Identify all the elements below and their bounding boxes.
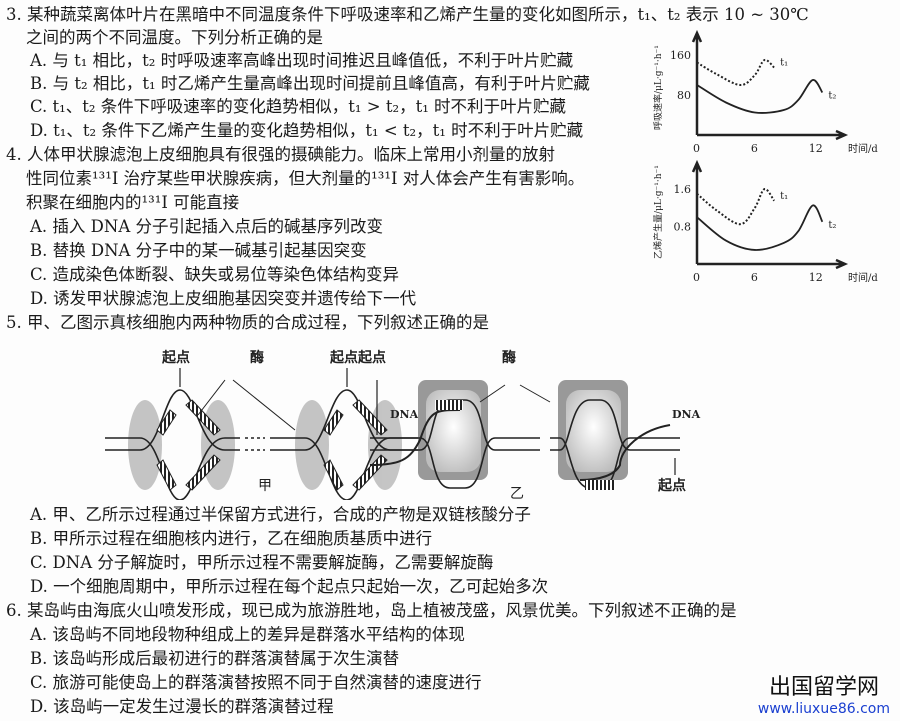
x-axis	[697, 258, 849, 270]
x-tick-label: 0	[693, 142, 700, 155]
q3-charts: 0 6 12 80 160 时间/d 呼吸速率/μL·g⁻¹·h⁻¹ t₁ t₂ 0 6 12 0.8…	[652, 30, 878, 284]
x-tick-label: 12	[809, 271, 823, 284]
q6-option-b: B. 该岛屿形成后最初进行的群落演替属于次生演替	[30, 649, 400, 668]
series-label: t₂	[828, 220, 836, 231]
y-tick-label: 0.8	[674, 221, 692, 234]
q4-stem-line2: 性同位素¹³¹I 治疗某些甲状腺疾病，但大剂量的¹³¹I 对人体会产生有害影响。	[26, 169, 585, 188]
x-axis-label: 时间/d	[848, 271, 878, 284]
q5-option-d: D. 一个细胞周期中，甲所示过程在每个起点只起始一次，乙可起始多次	[30, 577, 549, 596]
q5-stem: 5. 甲、乙图示真核细胞内两种物质的合成过程，下列叙述正确的是	[6, 313, 489, 332]
q4-stem-line3: 积聚在细胞内的¹³¹I 可能直接	[26, 193, 240, 212]
series-label: t₁	[780, 58, 788, 69]
q6-option-d: D. 该岛屿一定发生过漫长的群落演替过程	[30, 697, 334, 716]
series-line-2	[696, 79, 824, 114]
q3-stem-line1: 3. 某种蔬菜离体叶片在黑暗中不同温度条件下呼吸速率和乙烯产生量的变化如图所示，…	[6, 5, 809, 24]
x-axis-label: 时间/d	[848, 142, 878, 155]
y-tick-label: 1.6	[674, 183, 692, 196]
x-tick-label: 6	[751, 271, 758, 284]
series-label: t₁	[780, 191, 788, 202]
y-axis	[691, 30, 703, 135]
series-line-2	[696, 204, 824, 251]
y-tick-label: 80	[677, 89, 691, 102]
q3-option-d: D. t₁、t₂ 条件下乙烯产生量的变化趋势相似，t₁ < t₂，t₁ 时不利于…	[30, 121, 584, 140]
y-axis-label: 乙烯产生量/μL·g⁻¹·h⁻¹	[652, 165, 664, 259]
q4-option-b: B. 替换 DNA 分子中的某一碱基引起基因突变	[30, 241, 367, 260]
watermark-name: 出国留学网	[768, 675, 879, 700]
series-line-1	[696, 58, 775, 87]
y-axis-label: 呼吸速率/μL·g⁻¹·h⁻¹	[652, 45, 664, 130]
watermark-url: www.liuxue86.com	[757, 701, 890, 717]
origin-label-4: 起点	[657, 477, 686, 494]
watermark: 出国留学网 www.liuxue86.com	[758, 669, 890, 717]
origin-label-2: 起点	[329, 349, 358, 366]
x-tick-label: 0	[693, 271, 700, 284]
diagram-a: 起点 起点 酶 DNA 甲	[105, 349, 419, 500]
origin-label-3: 起点	[357, 349, 386, 366]
q3-option-b: B. 与 t₂ 相比，t₁ 时乙烯产生量高峰出现时间提前且峰值高，有利于叶片贮藏	[30, 74, 590, 93]
q5-diagram: 起点 起点 酶 DNA 甲 起点 酶 DNA 起点 乙	[105, 349, 701, 500]
origin-label-1: 起点	[161, 349, 190, 366]
q6-stem: 6. 某岛屿由海底火山喷发形成，现已成为旅游胜地，岛上植被茂盛，风景优美。下列叙…	[6, 601, 737, 620]
respiration-chart: 0 6 12 80 160 时间/d 呼吸速率/μL·g⁻¹·h⁻¹ t₁ t₂	[652, 30, 878, 155]
x-tick-label: 6	[751, 142, 758, 155]
q3-option-a: A. 与 t₁ 相比，t₂ 时呼吸速率高峰出现时间推迟且峰值低，不利于叶片贮藏	[30, 51, 574, 70]
q3-option-c: C. t₁、t₂ 条件下呼吸速率的变化趋势相似，t₁ > t₂，t₁ 时不利于叶…	[30, 97, 567, 116]
y-tick-label: 160	[670, 49, 691, 62]
q6-option-c: C. 旅游可能使岛上的群落演替按照不同于自然演替的速度进行	[30, 673, 482, 692]
series-label: t₂	[828, 91, 836, 102]
ethylene-chart: 0 6 12 0.8 1.6 时间/d 乙烯产生量/μL·g⁻¹·h⁻¹ t₁ t₂	[652, 159, 878, 284]
q5-option-a: A. 甲、乙所示过程通过半保留方式进行，合成的产物是双链核酸分子	[30, 505, 531, 524]
enzyme-label-b: 酶	[502, 349, 516, 366]
q5-option-b: B. 甲所示过程在细胞核内进行，乙在细胞质基质中进行	[30, 529, 433, 548]
q5-option-c: C. DNA 分子解旋时，甲所示过程不需要解旋酶，乙需要解旋酶	[30, 553, 494, 572]
q4-option-a: A. 插入 DNA 分子引起插入点后的碱基序列改变	[30, 217, 383, 236]
q4-option-d: D. 诱发甲状腺滤泡上皮细胞基因突变并遗传给下一代	[30, 289, 417, 308]
enzyme-label-a: 酶	[250, 349, 264, 366]
series-line-1	[696, 188, 775, 226]
q3-stem-line2: 之间的两个不同温度。下列分析正确的是	[26, 28, 323, 47]
dna-label-b: DNA	[672, 408, 701, 421]
dna-label-a: DNA	[390, 408, 419, 421]
x-tick-label: 12	[809, 142, 823, 155]
x-axis	[697, 129, 849, 141]
diagram-b-label: 乙	[510, 486, 524, 500]
diagram-b: 起点 酶 DNA 起点 乙	[357, 349, 701, 500]
y-axis	[691, 159, 703, 264]
q4-stem-line1: 4. 人体甲状腺滤泡上皮细胞具有很强的摄碘能力。临床上常用小剂量的放射	[6, 145, 555, 164]
diagram-a-label: 甲	[258, 478, 272, 494]
q6-option-a: A. 该岛屿不同地段物种组成上的差异是群落水平结构的体现	[30, 625, 465, 644]
q4-option-c: C. 造成染色体断裂、缺失或易位等染色体结构变异	[30, 265, 400, 284]
